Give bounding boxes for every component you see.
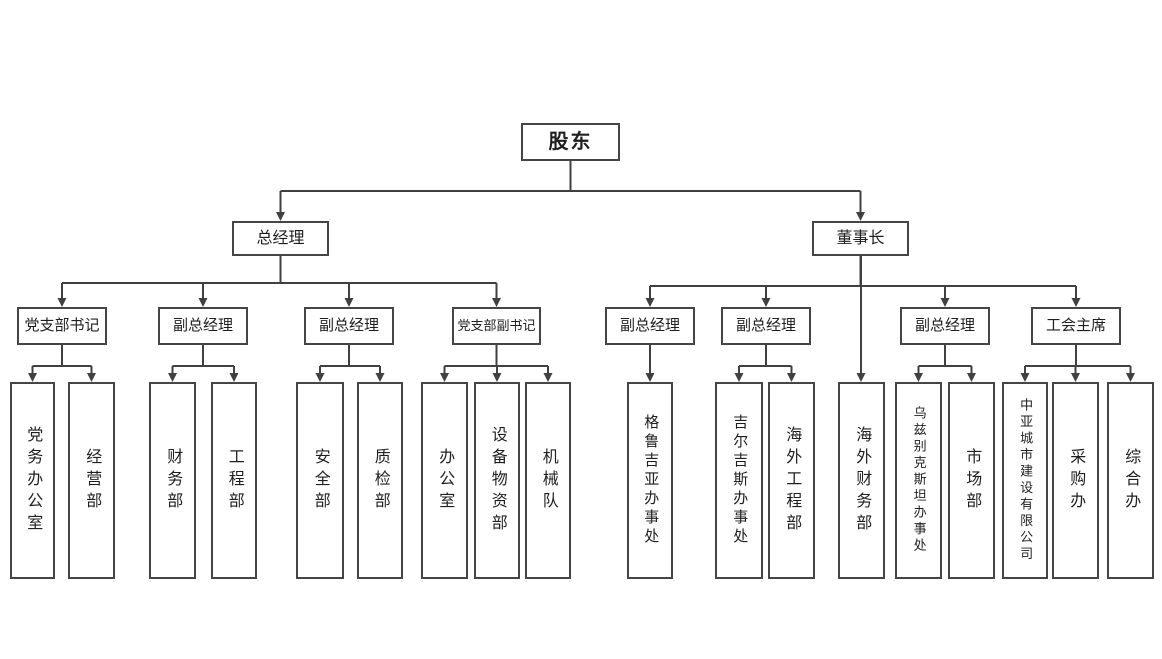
node-party-branch-secretary: 党支部书记 [17,307,107,345]
node-georgia-office: 格鲁吉亚办事处 [627,382,673,579]
node-party-affairs-office: 党务办公室 [10,382,55,579]
node-deputy-general-manager-3: 副总经理 [605,307,695,345]
node-engineering-dept: 工程部 [211,382,257,579]
node-quality-inspection-dept: 质检部 [357,382,403,579]
node-deputy-general-manager-4: 副总经理 [721,307,811,345]
node-deputy-party-branch-secretary: 党支部副书记 [452,307,541,345]
node-market-dept: 市场部 [948,382,995,579]
node-office: 办公室 [421,382,468,579]
node-shareholders: 股东 [521,123,620,161]
node-operations-dept: 经营部 [68,382,115,579]
node-equipment-materials-dept: 设备物资部 [474,382,520,579]
node-procurement-office: 采购办 [1052,382,1099,579]
node-deputy-general-manager-2: 副总经理 [304,307,394,345]
node-union-chairman: 工会主席 [1031,307,1121,345]
node-general-affairs-office: 综合办 [1107,382,1154,579]
node-uzbekistan-office: 乌兹别克斯坦办事处 [895,382,942,579]
node-general-manager: 总经理 [232,221,329,256]
node-deputy-general-manager-5: 副总经理 [900,307,990,345]
node-finance-dept: 财务部 [149,382,196,579]
node-machinery-team: 机械队 [525,382,571,579]
node-central-asia-city-construction-co: 中亚城市建设有限公司 [1002,382,1048,579]
node-kyrgyzstan-office: 吉尔吉斯办事处 [715,382,763,579]
node-chairman: 董事长 [812,221,909,256]
node-safety-dept: 安全部 [296,382,344,579]
node-deputy-general-manager-1: 副总经理 [158,307,248,345]
node-overseas-finance-dept: 海外财务部 [838,382,885,579]
node-overseas-engineering-dept: 海外工程部 [768,382,815,579]
